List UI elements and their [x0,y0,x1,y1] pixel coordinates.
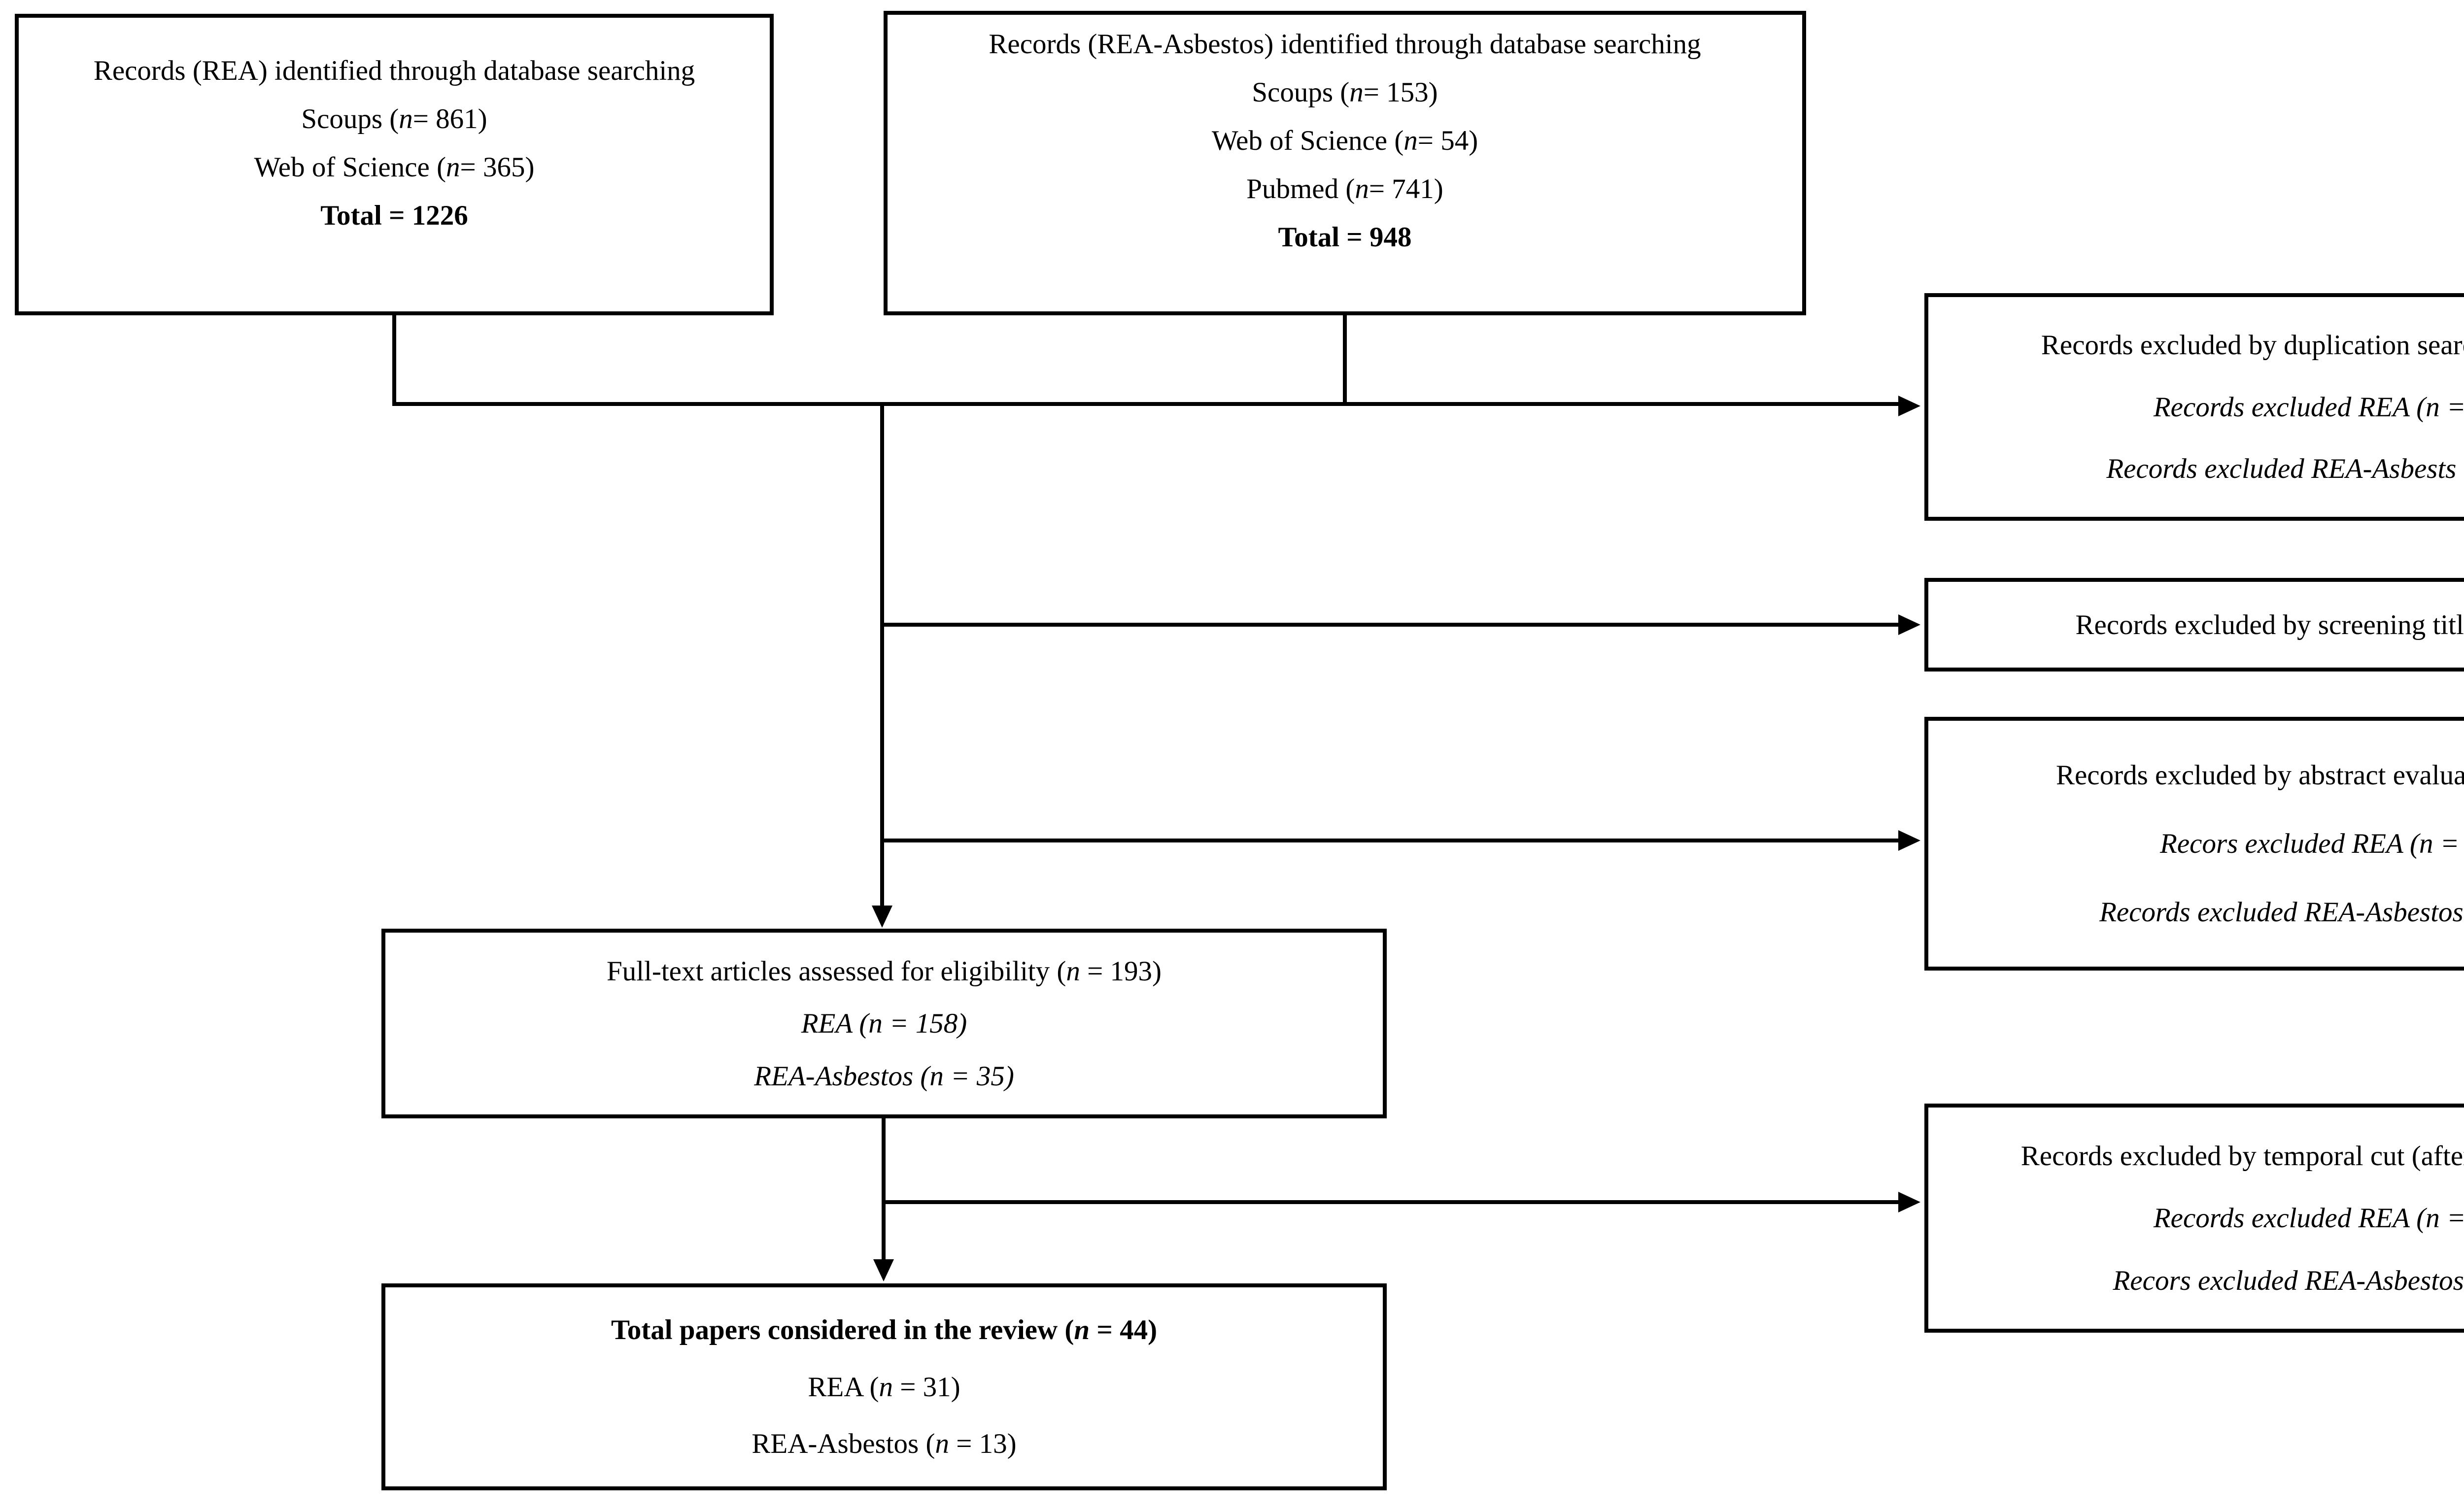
box-title: Records excluded by temporal cut (after … [2020,1140,2464,1172]
box-title: Records (REA-Asbestos) identified throug… [989,28,1701,60]
box-total-papers: Total papers considered in the review (n… [381,1283,1387,1490]
arrowhead-to-total-papers [873,1259,894,1281]
excluded-rea-count: Recors excluded REA (n = 103) [2160,828,2464,859]
connector-junction-line [392,402,1900,406]
arrowhead-to-duplication [1898,396,1920,416]
connector-abstract-branch-line [882,839,1900,842]
rea-count: REA (n = 31) [808,1371,960,1403]
box-excluded-duplication: Records excluded by duplication searchin… [1924,293,2464,521]
web-of-science-count: Web of Science (n = 54) [1211,125,1478,156]
excluded-rea-asbestos-count: Records excluded REA-Asbestos (n = 227) [2099,897,2464,928]
rea-count: REA (n = 158) [801,1008,967,1039]
web-of-science-count: Web of Science (n = 365) [254,151,535,183]
box-rea-identified: Records (REA) identified through databas… [15,14,774,315]
box-title: Records excluded by duplication searchin… [2041,329,2464,361]
total-count: Total = 1226 [320,200,468,231]
excluded-rea-count: Records excluded REA (n = 131) [2153,1203,2464,1234]
connector-temporal-branch-line [884,1200,1900,1204]
scoups-count: Scoups (n = 861) [301,103,487,134]
arrowhead-to-fulltext [872,906,892,928]
box-title: Full-text articles assessed for eligibil… [606,955,1162,987]
box-title: Total papers considered in the review (n… [611,1314,1158,1346]
connector-main-trunk-line [880,402,884,909]
connector-rea-drop-line [392,315,396,406]
connector-fulltext-drop-line [882,1118,886,1261]
excluded-rea-asbestos-count: Recors excluded REA-Asbestos (n = 18) [2113,1265,2464,1296]
arrowhead-to-abstract [1898,830,1920,851]
pubmed-count: Pubmed (n = 741) [1246,173,1443,204]
arrowhead-to-screening-title [1898,614,1920,635]
box-rea-asbestos-identified: Records (REA-Asbestos) identified throug… [884,11,1806,315]
rea-asbestos-count: REA-Asbestos (n = 35) [754,1060,1014,1092]
box-excluded-abstract: Records excluded by abstract evaluation … [1924,717,2464,971]
box-title: Records excluded by abstract evaluation … [2055,760,2464,791]
excluded-rea-asbestos-count: Records excluded REA-Asbests (n = 168) [2106,453,2464,485]
arrowhead-to-temporal-cut [1898,1192,1920,1212]
box-fulltext-assessed: Full-text articles assessed for eligibil… [381,929,1387,1118]
excluded-rea-count: Records excluded REA (n = 324) [2153,391,2464,423]
scoups-count: Scoups (n = 153) [1252,76,1438,108]
box-title: Records (REA) identified through databas… [93,55,695,86]
connector-rea-asbestos-drop-line [1343,315,1347,406]
total-count: Total = 948 [1278,221,1412,253]
rea-asbestos-count: REA-Asbestos (n = 13) [752,1428,1017,1459]
box-excluded-screening-title: Records excluded by screening title (n =… [1924,578,2464,672]
box-excluded-temporal-cut: Records excluded by temporal cut (after … [1924,1104,2464,1333]
box-title: Records excluded by screening title (n =… [2075,609,2464,640]
connector-screening-branch-line [882,623,1900,627]
